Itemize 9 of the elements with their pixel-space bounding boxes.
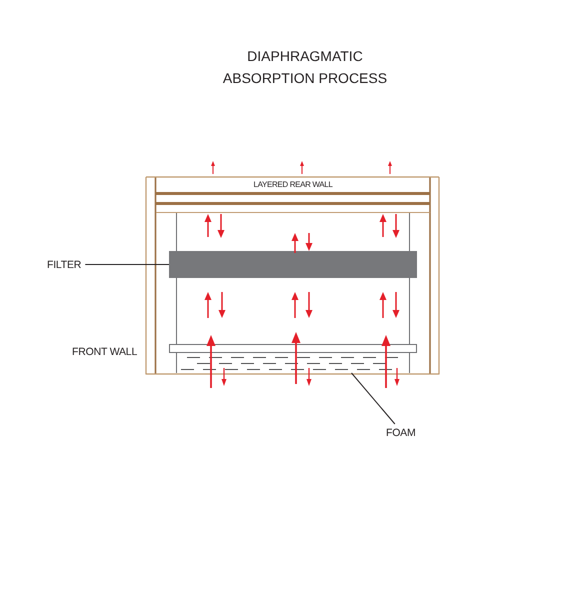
part-label: FOAM [386, 427, 416, 440]
filter-bar [169, 251, 417, 278]
foam-layer [176, 353, 410, 373]
wall-label: LAYERED REAR WALL [254, 179, 332, 191]
diagram-title: DIAPHRAGMATIC ABSORPTION PROCESS [222, 47, 388, 88]
leader-line [84, 264, 170, 266]
part-label: FILTER [47, 258, 82, 271]
part-label: FRONT WALL [72, 346, 138, 358]
leader-line [351, 372, 396, 424]
